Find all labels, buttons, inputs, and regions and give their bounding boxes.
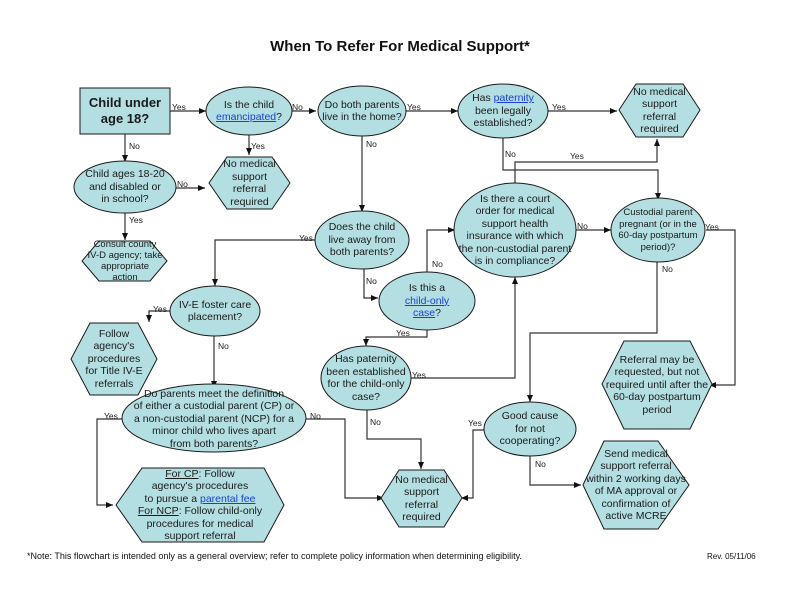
edge-goodcause-noref3 [461,429,484,501]
edge-label-no: No [662,264,673,274]
node-age-18-20 [73,160,177,214]
node-cp-ncp-procedures [115,467,285,543]
node-emancipated [205,86,293,136]
edge-label-yes: Yes [251,141,265,151]
edge-cpncp-noref3 [306,418,384,501]
edge-label-yes: Yes [396,328,410,338]
edge-label-no: No [366,276,377,286]
edge-label-yes: Yes [104,411,118,421]
node-paternity-legal [457,83,549,139]
node-no-referral-2 [208,156,291,210]
node-custodial-pregnant [610,197,706,263]
edge-custodial-goodcause [527,262,658,402]
edge-childonly-court [426,227,455,278]
edge-foster-follow [146,310,170,322]
paternity-link[interactable]: paternity [493,92,534,105]
edge-label-no: No [129,141,140,151]
edge-label-no: No [535,459,546,469]
node-good-cause [483,401,577,457]
edge-label-yes: Yes [468,418,482,428]
edge-custodial-referral [706,229,736,388]
emancipated-link[interactable]: emancipated [216,111,277,123]
footnote: *Note: This flowchart is intended only a… [27,551,522,561]
edge-liveaway-childonly [363,268,378,301]
edge-court-noref1-yes [514,139,660,196]
flowchart-title: When To Refer For Medical Support* [270,38,530,55]
edge-patchild-court [409,277,518,379]
edge-label-yes: Yes [570,151,584,161]
edge-label-no: No [505,149,516,159]
node-paternity-child-only [320,345,412,411]
parental-fee-link[interactable]: parental fee [199,492,256,505]
node-referral-may-be [601,340,713,430]
edge-label-yes: Yes [299,233,313,243]
node-foster-care [169,285,261,337]
node-cp-ncp-definition [121,383,307,453]
edge-label-yes: Yes [129,215,143,225]
edge-liveaway-foster [212,239,315,286]
edge-label-no: No [366,139,377,149]
edge-label-yes: Yes [172,102,186,112]
edge-label-no: No [577,221,588,231]
edge-paternity-custodial [502,136,661,200]
edge-label-no: No [177,179,188,189]
edge-label-no: No [432,259,443,269]
edge-label-yes: Yes [552,102,566,112]
node-consult-county [81,240,168,282]
edge-label-yes: Yes [407,102,421,112]
node-both-parents-home [317,85,407,137]
node-send-referral [582,440,690,530]
revision-date: Rev. 05/11/06 [707,552,756,561]
node-live-away [314,210,410,270]
case-link[interactable]: case [412,307,436,320]
node-start [79,87,171,135]
edge-label-yes: Yes [412,370,426,380]
node-no-referral-1 [618,83,701,138]
edge-label-no: No [310,411,321,421]
edge-patchild-noref3 [366,409,424,469]
node-court-order [453,182,577,278]
edge-label-no: No [218,341,229,351]
node-child-only [378,271,476,331]
edge-label-yes: Yes [705,222,719,232]
child-only-link[interactable]: child-only [404,294,450,307]
edge-cpncp-procedures [96,418,122,508]
edge-label-no: No [292,102,303,112]
node-no-referral-3 [380,469,463,528]
edge-label-yes: Yes [153,304,167,314]
edge-label-no: No [370,417,381,427]
node-follow-title-ive [70,322,158,396]
edge-goodcause-send [529,455,581,488]
